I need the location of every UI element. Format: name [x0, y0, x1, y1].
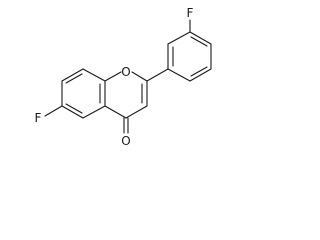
- bond-ph3-ph4: [189, 31, 212, 45]
- bond-c5-c4a: [82, 105, 106, 119]
- atom-labels: O O F F: [35, 6, 194, 148]
- bond-ph5-ph6-double: [190, 66, 208, 77]
- bond-c6-c5-double: [65, 103, 83, 114]
- bond-c8-c7-double: [65, 73, 83, 84]
- bond-c3-c4: [125, 105, 148, 119]
- structure-canvas: O O F F: [35, 6, 212, 148]
- bond-c8-c7: [61, 68, 84, 82]
- bond-c6-c5: [61, 105, 84, 119]
- bonds: [44, 19, 212, 134]
- bond-o1-c2: [131, 71, 148, 82]
- fluorine-left-label: F: [35, 111, 42, 125]
- bond-c8a-o1: [104, 71, 122, 82]
- fluorine-top-label: F: [187, 6, 194, 20]
- bond-ph3-ph4-double: [190, 36, 208, 47]
- bond-c8a-c8: [82, 68, 106, 82]
- bond-c4-c4a: [104, 105, 127, 119]
- bond-ph2-ph3: [167, 31, 191, 45]
- ring-oxygen-label: O: [121, 65, 130, 79]
- bond-c6-f: [44, 105, 63, 117]
- carbonyl-oxygen-label: O: [121, 134, 130, 148]
- bond-c2-phenyl: [146, 68, 169, 82]
- bond-ph6-ph1: [167, 68, 191, 82]
- bond-ph5-ph6: [189, 68, 212, 82]
